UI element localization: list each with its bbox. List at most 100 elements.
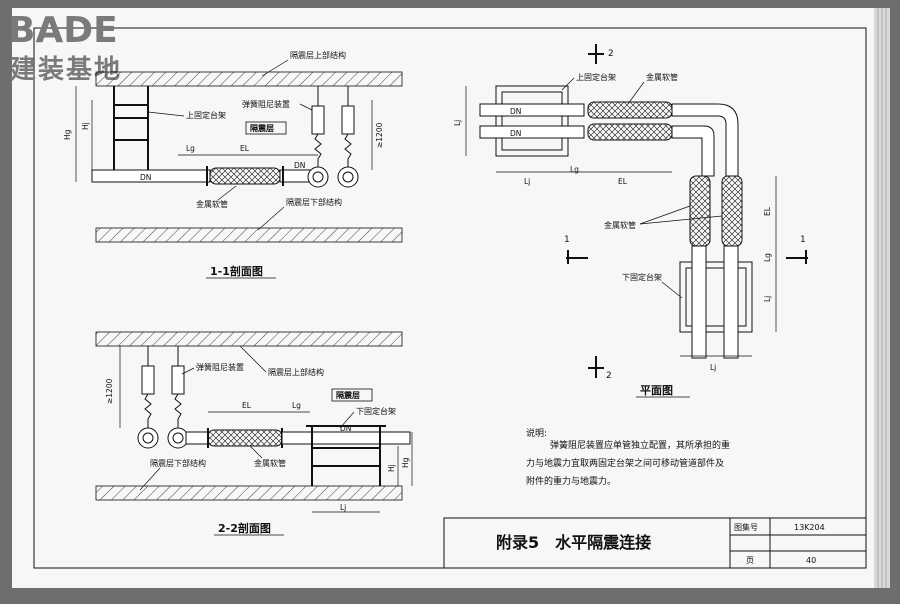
- plan-caption: 平面图: [640, 384, 673, 397]
- drawing-stroke-108: [443, 517, 867, 569]
- drawing-stroke-38: [245, 121, 287, 135]
- drawing-stroke-43: [95, 485, 403, 501]
- drawing-stroke-17: [209, 167, 281, 185]
- section-2-2: ≥1200 EL Lg DN Hj Hg Lj 弹簧阻尼装置 隔震层上部结构 隔…: [95, 331, 413, 536]
- title-block-atlas-value: 13K204: [794, 523, 825, 532]
- section-1-1: Hg Hj Lg EL DN DN ≥1200 隔震层上部结构 弹簧阻尼装置 上…: [63, 50, 403, 279]
- spring-damper-2: [341, 86, 355, 167]
- section22-dim-hj: Hj: [387, 464, 396, 472]
- plan-lj-left: Lj: [453, 120, 462, 126]
- section11-dim-el: EL: [240, 144, 250, 153]
- drawing-stroke-35: [261, 59, 289, 77]
- section22-lower-support: 下固定台架: [356, 406, 396, 416]
- drawing-stroke-53: [172, 432, 184, 444]
- drawing-stroke-83: [671, 125, 715, 177]
- plan-el-right: EL: [763, 206, 772, 216]
- drawing-stroke-89: [723, 245, 739, 359]
- drawing-stroke-27: [314, 133, 322, 167]
- drawing-stroke-29: [341, 105, 355, 135]
- drawing-stroke-71: [331, 388, 373, 402]
- drawing-stroke-86: [679, 261, 753, 333]
- drawing-stroke-84: [689, 175, 711, 247]
- section22-dim-hg: Hg: [401, 457, 410, 468]
- section22-dim-lg: Lg: [292, 401, 301, 410]
- drawing-stroke-55: [207, 429, 283, 447]
- drawing-stroke-46: [144, 393, 152, 429]
- plan-lg-top: Lg: [570, 165, 579, 174]
- section11-dim-hg: Hg: [63, 129, 72, 140]
- drawing-stroke-79: [479, 125, 585, 139]
- title-block-atlas-label: 图集号: [734, 522, 758, 532]
- section11-spring-damper: 弹簧阻尼装置: [242, 99, 290, 109]
- drawing-stroke-45: [141, 365, 155, 395]
- drawing-stroke-37: [147, 111, 185, 117]
- section11-caption: 1-1剖面图: [210, 264, 263, 278]
- plan-mark-1-right: 1: [800, 235, 806, 245]
- section11-dim-1200: ≥1200: [375, 122, 384, 148]
- drawing-stroke-69: [181, 367, 195, 375]
- notes-line1: 弹簧阻尼装置应单管独立配置，其所承担的重: [550, 439, 730, 451]
- drawing-stroke-88: [691, 245, 707, 359]
- drawing-stroke-58: [281, 431, 411, 445]
- drawing-stroke-9: [95, 71, 403, 87]
- plan-view: 2 2 1 1 Lj Lj Lg EL DN DN EL Lg Lj Lj 上固…: [453, 44, 808, 398]
- paper-sheet: [12, 8, 874, 588]
- section11-metal-hose: 金属软管: [196, 199, 228, 209]
- drawing-stroke-87: [685, 267, 747, 327]
- plan-mark-2-bottom: 2: [606, 371, 612, 381]
- drawing-stroke-73: [139, 467, 161, 491]
- drawing-stroke-72: [339, 411, 355, 429]
- section22-dim-1200: ≥1200: [105, 378, 114, 404]
- title-block-page-value: 40: [806, 556, 816, 565]
- section11-dim-lg: Lg: [186, 144, 195, 153]
- drawing-stroke-81: [587, 123, 673, 141]
- section22-spring-damper: 弹簧阻尼装置: [196, 362, 244, 372]
- section22-dim-el: EL: [242, 401, 252, 410]
- plan-lj-bottom2: Lj: [710, 363, 716, 372]
- drawing-stroke-103: [627, 81, 645, 105]
- section22-upper-structure: 隔震层上部结构: [268, 367, 324, 377]
- drawing-stroke-36: [299, 103, 313, 111]
- plan-mark-2-top: 2: [608, 49, 614, 59]
- plan-mark-1-left: 1: [564, 235, 570, 245]
- drawing-stroke-51: [142, 432, 154, 444]
- plan-dn1: DN: [510, 107, 521, 116]
- section11-dim-dn2: DN: [294, 161, 305, 170]
- section22-dim-lj: Lj: [340, 503, 346, 512]
- logo-brand: BADE: [8, 10, 118, 51]
- plan-dn2: DN: [510, 129, 521, 138]
- spring-damper-3: [141, 346, 155, 429]
- section22-metal-hose: 金属软管: [254, 458, 286, 468]
- plan-metal-hose-top: 金属软管: [646, 72, 678, 82]
- plan-upper-support: 上固定台架: [576, 72, 616, 82]
- drawing-stroke-24: [342, 171, 354, 183]
- drawing-stroke-102: [561, 77, 575, 91]
- section22-isolation-layer: 隔震层: [336, 390, 360, 400]
- drawing-stroke-80: [587, 101, 673, 119]
- section11-isolation-layer: 隔震层: [250, 123, 274, 133]
- plan-lj-bottom: Lj: [524, 177, 530, 186]
- drawing-stroke-104: [639, 205, 691, 225]
- drawing-stroke-10: [95, 227, 403, 243]
- drawing-stroke-26: [311, 105, 325, 135]
- plan-lower-support: 下固定台架: [622, 272, 662, 282]
- drawing-stroke-74: [249, 445, 263, 459]
- section11-upper-support: 上固定台架: [186, 110, 226, 120]
- notes-heading: 说明:: [526, 427, 547, 439]
- drawing-stroke-30: [344, 133, 352, 167]
- section22-lower-structure: 隔震层下部结构: [150, 458, 206, 468]
- drawing-stroke-106: [661, 281, 683, 299]
- drawing-stroke-22: [312, 171, 324, 183]
- drawing-stroke-77: [501, 91, 563, 151]
- spring-damper-1: [311, 86, 325, 167]
- title-text: 附录5 水平隔震连接: [496, 533, 651, 552]
- lower-support-frame: [306, 425, 386, 486]
- drawing-stroke-49: [174, 393, 182, 429]
- plan-lj-right: Lj: [763, 296, 772, 302]
- section22-dim-dn: DN: [340, 424, 351, 433]
- drawing-stroke-42: [95, 331, 403, 347]
- plan-lg-right: Lg: [763, 253, 772, 262]
- notes: 说明: 弹簧阻尼装置应单管独立配置，其所承担的重 力与地震力宜取两固定台架之间可…: [526, 427, 730, 487]
